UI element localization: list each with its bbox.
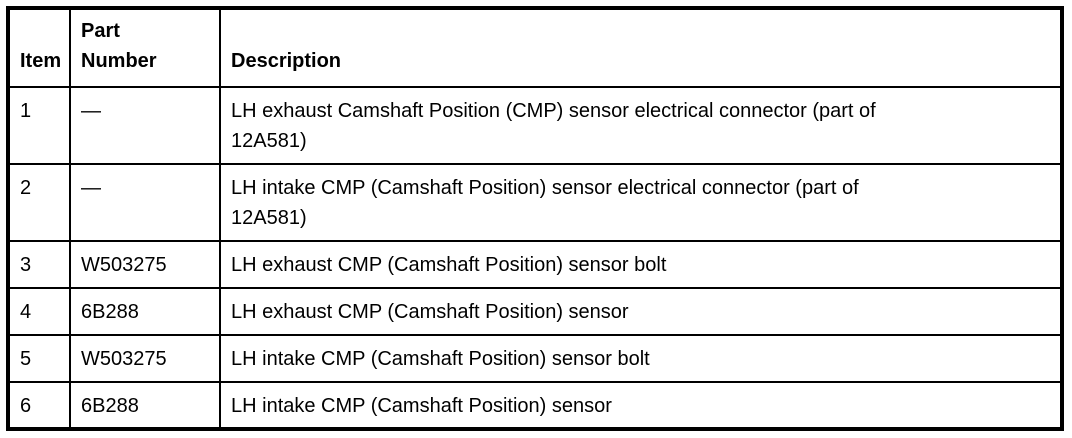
description-cell: LH intake CMP (Camshaft Position) sensor [219,381,1063,430]
parts-table: Item Part Number Description 1 — LH exha… [6,6,1064,431]
description-cell: LH exhaust CMP (Camshaft Position) senso… [219,287,1063,336]
table-header-row: Item Part Number Description [7,7,1063,88]
item-cell: 1 [7,86,71,165]
column-header-description: Description [219,7,1063,88]
description-cell: LH exhaust Camshaft Position (CMP) senso… [219,86,1063,165]
part-number-cell: — [69,163,221,242]
table-row: 4 6B288 LH exhaust CMP (Camshaft Positio… [7,287,1063,336]
item-cell: 5 [7,334,71,383]
item-cell: 2 [7,163,71,242]
table-row: 6 6B288 LH intake CMP (Camshaft Position… [7,381,1063,430]
column-header-part-number: Part Number [69,7,221,88]
part-number-cell: 6B288 [69,381,221,430]
column-header-item: Item [7,7,71,88]
part-number-cell: W503275 [69,240,221,289]
table-row: 2 — LH intake CMP (Camshaft Position) se… [7,163,1063,242]
part-number-cell: 6B288 [69,287,221,336]
item-cell: 4 [7,287,71,336]
item-cell: 6 [7,381,71,430]
table-row: 5 W503275 LH intake CMP (Camshaft Positi… [7,334,1063,383]
part-number-cell: W503275 [69,334,221,383]
table-row: 3 W503275 LH exhaust CMP (Camshaft Posit… [7,240,1063,289]
part-number-cell: — [69,86,221,165]
description-cell: LH intake CMP (Camshaft Position) sensor… [219,163,1063,242]
description-cell: LH intake CMP (Camshaft Position) sensor… [219,334,1063,383]
item-cell: 3 [7,240,71,289]
description-cell: LH exhaust CMP (Camshaft Position) senso… [219,240,1063,289]
table-row: 1 — LH exhaust Camshaft Position (CMP) s… [7,86,1063,165]
